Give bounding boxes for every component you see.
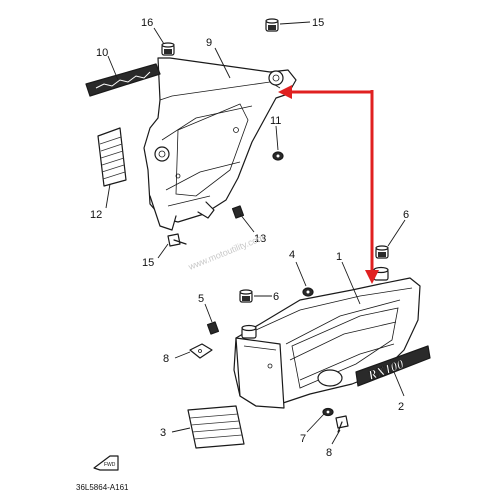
- callout-8: 8: [326, 447, 332, 459]
- callout-16: 15: [142, 257, 154, 269]
- left-side-cover: [143, 57, 297, 223]
- grommet-15-right: [265, 18, 279, 32]
- bolt-16: [167, 233, 187, 247]
- callout-3: 4: [289, 249, 295, 261]
- side-vent-grille: [97, 127, 127, 187]
- svg-text:FWD: FWD: [104, 462, 116, 468]
- callout-12: 11: [270, 115, 281, 127]
- grommet-12: [272, 151, 284, 161]
- callout-labels: 16 15 9 10 11 12 13 15 4 1 6 5 6 8 2 3 7…: [90, 17, 409, 459]
- callout-15-a: 16: [141, 17, 153, 29]
- callout-2: 2: [398, 401, 404, 413]
- leader-lines: [105, 21, 406, 445]
- screw-8: [335, 415, 349, 433]
- direction-arrow: [278, 85, 379, 284]
- callout-10: 9: [206, 37, 212, 49]
- lower-vent-grille: [187, 405, 245, 449]
- callout-15-b: 15: [312, 17, 324, 29]
- callout-9: 8: [163, 353, 169, 365]
- cover-emblem-strip: [85, 63, 161, 97]
- callout-13: 12: [90, 209, 102, 221]
- clip-5: [206, 321, 220, 335]
- grommet-3: [302, 287, 314, 297]
- callout-14: 13: [254, 233, 266, 245]
- watermark: www.motoutility.com: [186, 232, 266, 272]
- bracket-9: [189, 343, 213, 359]
- svg-text:www.motoutility.com: www.motoutility.com: [186, 232, 266, 272]
- diagram-code: 36L5864-A161: [76, 483, 129, 492]
- callout-5: 5: [198, 293, 204, 305]
- front-marker: FWD: [93, 455, 119, 471]
- cover-grommet-boss: [241, 324, 257, 339]
- callout-1: 1: [336, 251, 342, 263]
- callout-11: 10: [96, 47, 108, 59]
- washer-7: [322, 407, 334, 417]
- grommet-6-upper: [375, 245, 389, 259]
- callout-7: 7: [300, 433, 306, 445]
- callout-4: 3: [160, 427, 166, 439]
- right-side-cover-assembly: RX100: [233, 245, 431, 409]
- grommet-6-lower: [239, 289, 253, 303]
- callout-6-a: 6: [403, 209, 409, 221]
- grommet-15-left: [161, 42, 175, 56]
- left-side-cover-assembly: [143, 57, 297, 231]
- callout-6-b: 6: [273, 291, 279, 303]
